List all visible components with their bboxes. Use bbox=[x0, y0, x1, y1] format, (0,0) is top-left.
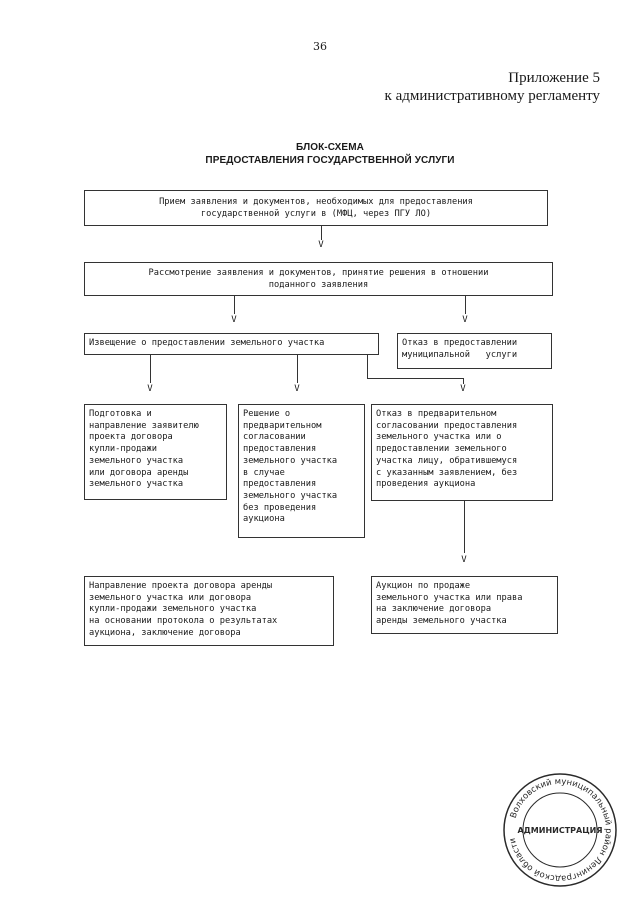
arrow-down-icon: V bbox=[294, 384, 300, 394]
appendix-title: Приложение 5 bbox=[508, 70, 600, 86]
appendix-subtitle: к административному регламенту bbox=[384, 88, 600, 104]
box-auction: Аукцион по продаже земельного участка ил… bbox=[371, 576, 558, 634]
box-send-contract: Направление проекта договора аренды земе… bbox=[84, 576, 334, 646]
box-review: Рассмотрение заявления и документов, при… bbox=[84, 262, 553, 296]
box-refusal: Отказ в предоставлении муниципальной усл… bbox=[397, 333, 552, 369]
connector-line bbox=[367, 355, 368, 379]
connector-line bbox=[367, 378, 463, 379]
seal-center-text: АДМИНИСТРАЦИЯ bbox=[517, 826, 602, 835]
flowchart-subtitle: ПРЕДОСТАВЛЕНИЯ ГОСУДАРСТВЕННОЙ УСЛУГИ bbox=[205, 155, 455, 166]
box-preliminary-refusal: Отказ в предварительном согласовании пре… bbox=[371, 404, 553, 501]
connector-line bbox=[463, 378, 464, 384]
box-preliminary-approval: Решение о предварительном согласовании п… bbox=[238, 404, 365, 538]
connector-line bbox=[297, 355, 298, 383]
connector-line bbox=[465, 296, 466, 314]
box-intake: Прием заявления и документов, необходимы… bbox=[84, 190, 548, 226]
arrow-down-icon: V bbox=[460, 384, 466, 394]
connector-line bbox=[464, 501, 465, 553]
connector-line bbox=[321, 226, 322, 240]
official-seal-stamp: Волховский муниципальный район Ленинград… bbox=[503, 773, 617, 887]
connector-line bbox=[150, 355, 151, 383]
arrow-down-icon: V bbox=[462, 315, 468, 325]
box-notice: Извещение о предоставлении земельного уч… bbox=[84, 333, 379, 355]
arrow-down-icon: V bbox=[231, 315, 237, 325]
connector-line bbox=[234, 296, 235, 314]
arrow-down-icon: V bbox=[318, 240, 324, 250]
page-number: 36 bbox=[313, 40, 327, 53]
box-prepare-contract: Подготовка и направление заявителю проек… bbox=[84, 404, 227, 500]
arrow-down-icon: V bbox=[461, 555, 467, 565]
flowchart-title: БЛОК-СХЕМА bbox=[296, 142, 364, 153]
arrow-down-icon: V bbox=[147, 384, 153, 394]
